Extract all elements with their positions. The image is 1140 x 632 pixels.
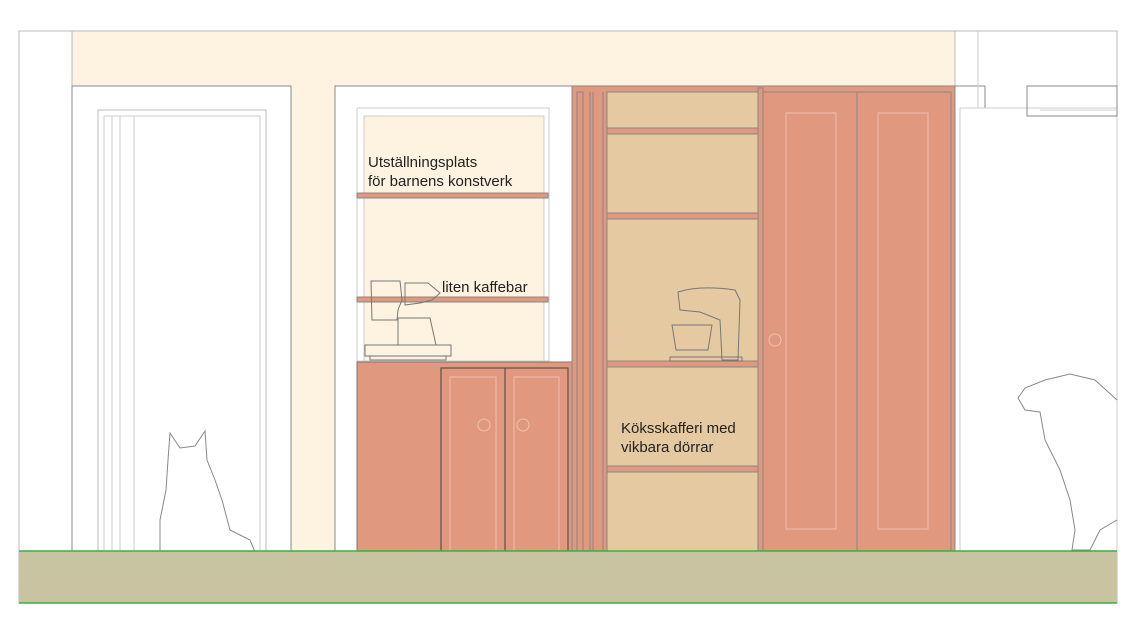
pantry: [571, 85, 956, 552]
floor: [19, 551, 1117, 603]
cabinet-handle-right[interactable]: [516, 418, 530, 432]
coffee-machine-icon: [364, 280, 452, 361]
low-cabinet: [356, 361, 573, 552]
pantry-label: Köksskafferi med vikbara dörrar: [621, 419, 736, 457]
display-area-label: Utställningsplats för barnens konstverk: [368, 153, 512, 191]
stand-mixer-icon: [669, 287, 743, 362]
pantry-handle[interactable]: [768, 333, 782, 347]
pantry-label-line-2: vikbara dörrar: [621, 439, 714, 456]
display-label-line-1: Utställningsplats: [368, 154, 478, 171]
cat-outline-icon: [159, 429, 256, 569]
left-doorway: [71, 85, 292, 552]
pantry-label-line-1: Köksskafferi med: [621, 420, 736, 437]
cabinet-handle-left[interactable]: [477, 418, 491, 432]
coffee-shelf: [356, 296, 549, 303]
dog-outline-icon: [1017, 373, 1118, 551]
display-label-line-2: för barnens konstverk: [368, 173, 513, 190]
coffee-bar-label: liten kaffebar: [442, 279, 528, 296]
display-shelf: [356, 192, 549, 199]
right-wall-opening: [955, 31, 1118, 552]
